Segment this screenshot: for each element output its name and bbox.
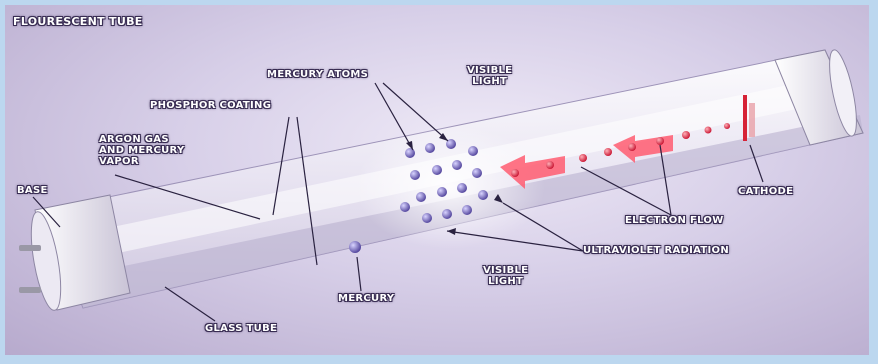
base-pin-top <box>19 245 41 251</box>
label-base: BASE <box>17 185 48 196</box>
fluorescent-tube-illustration <box>5 5 869 355</box>
label-cathode: CATHODE <box>738 186 793 197</box>
diagram-panel: FLOURESCENT TUBE MERCURY ATOMS VISIBLE L… <box>5 5 869 355</box>
cathode-filament <box>743 95 747 141</box>
label-argon-gas: ARGON GAS AND MERCURY VAPOR <box>99 134 185 167</box>
base-pin-bottom <box>19 287 41 293</box>
label-mercury-atoms: MERCURY ATOMS <box>267 69 368 80</box>
label-phosphor-coating: PHOSPHOR COATING <box>150 100 271 111</box>
label-glass-tube: GLASS TUBE <box>205 323 277 334</box>
label-visible-light-bottom: VISIBLE LIGHT <box>483 265 528 287</box>
base-end-cap <box>19 195 130 312</box>
label-electron-flow: ELECTRON FLOW <box>625 215 724 226</box>
label-mercury: MERCURY <box>338 293 394 304</box>
label-ultraviolet-radiation: ULTRAVIOLET RADIATION <box>583 245 729 256</box>
mercury-droplet <box>349 241 361 253</box>
label-visible-light-top: VISIBLE LIGHT <box>467 65 512 87</box>
diagram-title: FLOURESCENT TUBE <box>13 16 143 27</box>
